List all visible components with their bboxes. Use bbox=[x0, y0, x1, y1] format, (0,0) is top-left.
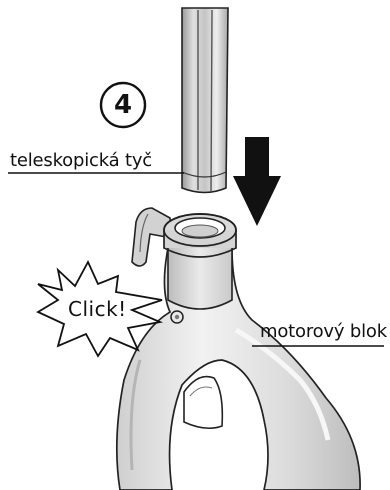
step-number: 4 bbox=[100, 82, 146, 128]
telescopic-rod-label: teleskopická tyč bbox=[10, 150, 152, 171]
telescopic-rod-icon bbox=[182, 8, 228, 193]
motor-block-label: motorový blok bbox=[260, 321, 387, 342]
click-callout-text: Click! bbox=[68, 297, 127, 321]
motor-block-icon bbox=[117, 208, 360, 490]
down-arrow-icon bbox=[233, 137, 281, 226]
